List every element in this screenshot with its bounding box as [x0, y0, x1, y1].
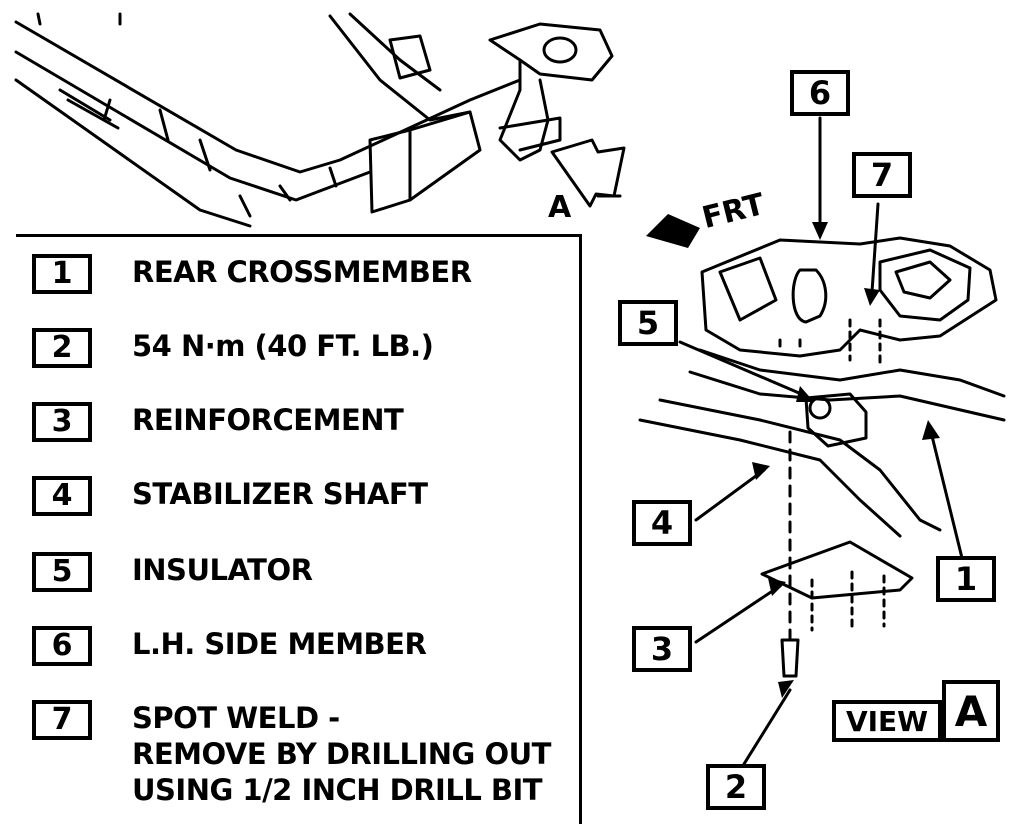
- legend-number: 2: [32, 328, 92, 368]
- legend-item-4: 4 STABILIZER SHAFT: [32, 476, 428, 516]
- reinforcement-plate: [760, 540, 914, 600]
- view-a-arrow: [550, 138, 626, 208]
- legend-text: 54 N·m (40 FT. LB.): [132, 329, 434, 363]
- legend-text: REINFORCEMENT: [132, 403, 404, 437]
- legend-number: 1: [32, 254, 92, 294]
- frame-rail-inner: [14, 50, 372, 202]
- legend-text-line-3: USING 1/2 INCH DRILL BIT: [132, 773, 543, 807]
- front-arrow-icon: [646, 214, 700, 248]
- legend-number: 3: [32, 402, 92, 442]
- side-member: [700, 236, 998, 358]
- legend-number: 7: [32, 700, 92, 740]
- callout-3: 3: [632, 626, 692, 672]
- legend-number: 4: [32, 476, 92, 516]
- legend-number: 5: [32, 552, 92, 592]
- legend-text: INSULATOR: [132, 553, 313, 587]
- legend-text: SPOT WELD - REMOVE BY DRILLING OUT USING…: [132, 700, 551, 808]
- callout-7: 7: [852, 152, 912, 198]
- legend-item-2: 2 54 N·m (40 FT. LB.): [32, 328, 434, 368]
- legend-item-1: 1 REAR CROSSMEMBER: [32, 254, 472, 294]
- insulator: [804, 392, 868, 448]
- view-letter: A: [942, 680, 1000, 742]
- legend-panel: [16, 234, 582, 824]
- callout-5: 5: [618, 300, 678, 346]
- legend-text: REAR CROSSMEMBER: [132, 255, 472, 289]
- callout-4: 4: [632, 500, 692, 546]
- callout-1: 1: [936, 556, 996, 602]
- view-arrow-label: A: [548, 190, 572, 225]
- legend-text: L.H. SIDE MEMBER: [132, 627, 427, 661]
- bracket-top: [488, 22, 614, 82]
- legend-item-5: 5 INSULATOR: [32, 552, 313, 592]
- frame-rail-outer: [14, 20, 522, 174]
- legend-text: STABILIZER SHAFT: [132, 477, 428, 511]
- legend-item-7: 7 SPOT WELD - REMOVE BY DRILLING OUT USI…: [32, 700, 551, 808]
- legend-text-line-1: SPOT WELD -: [132, 701, 340, 735]
- view-label: VIEW: [832, 700, 942, 742]
- legend-item-3: 3 REINFORCEMENT: [32, 402, 404, 442]
- crossmember-upper: [328, 14, 472, 122]
- callout-2: 2: [706, 764, 766, 810]
- callout-6: 6: [790, 70, 850, 116]
- legend-text-line-2: REMOVE BY DRILLING OUT: [132, 737, 551, 771]
- legend-item-6: 6 L.H. SIDE MEMBER: [32, 626, 427, 666]
- legend-number: 6: [32, 626, 92, 666]
